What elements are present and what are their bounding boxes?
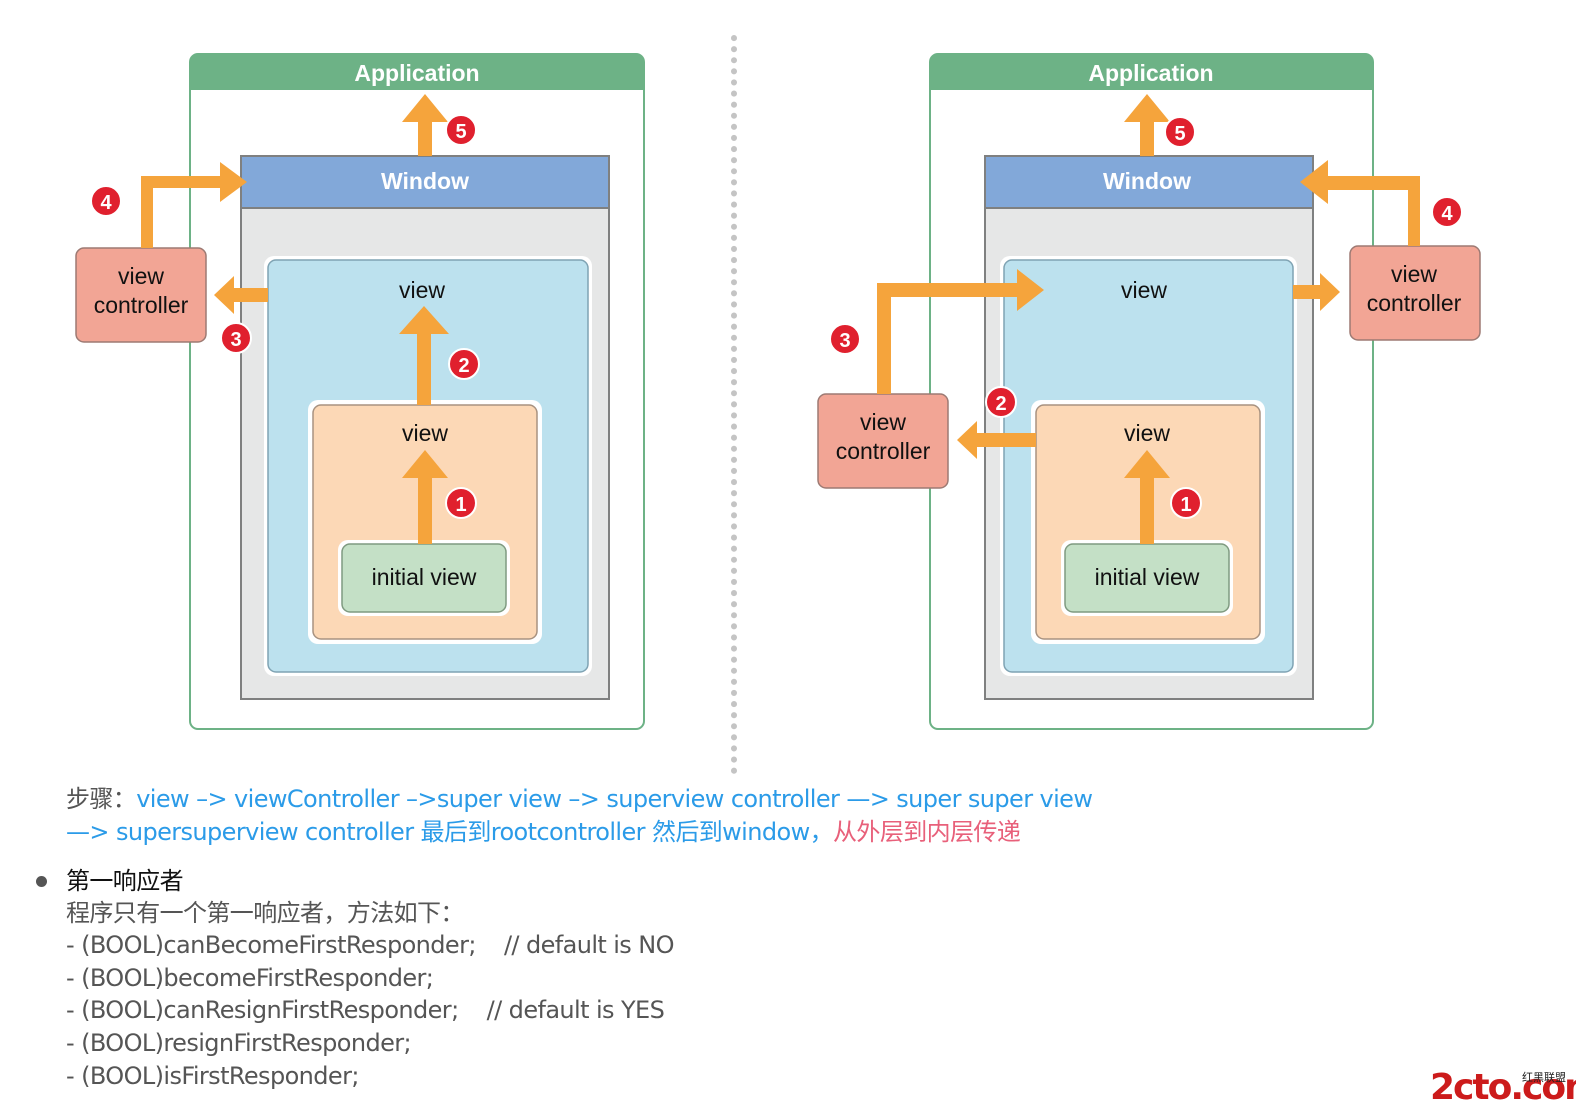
right-step-badge-2: 2 [985,386,1017,418]
steps-line-1: 步骤：view –> viewController –>super view –… [66,783,1093,816]
method-line: - (BOOL)canResignFirstResponder; // defa… [66,996,665,1024]
left-arrow-3 [214,276,268,314]
svg-text:5: 5 [455,121,466,143]
left-view-controller-label-line1: view [118,263,164,289]
svg-text:5: 5 [1174,123,1185,145]
left-view-controller: view controller [75,247,207,343]
left-application-label: Application [354,60,479,86]
right-outer-view-controller-label-line2: controller [1367,290,1462,316]
right-window-label: Window [1103,168,1191,194]
left-view-controller-label-line2: controller [94,292,189,318]
left-arrows [141,94,449,544]
steps-line-2: —> supersuperview controller 最后到rootcont… [66,816,1021,849]
intro-text: 程序只有一个第一响应者，方法如下： [66,899,464,927]
right-arrow-view-to-controller [1293,273,1340,311]
svg-text:1: 1 [1180,494,1191,516]
right-initial-view: initial view [1061,540,1233,616]
right-outer-view-label: view [1121,277,1167,303]
right-inner-view-label: view [1124,420,1170,446]
right-step-badge-5: 5 [1164,116,1196,148]
left-outer-view-label: view [399,277,445,303]
svg-text:1: 1 [455,494,466,516]
svg-text:2: 2 [995,393,1006,415]
right-arrows [877,94,1420,544]
left-arrow-2 [399,306,449,405]
left-arrow-1 [402,450,448,544]
right-step-badges: 1 2 3 4 5 [829,116,1463,519]
left-arrow-4 [141,162,247,248]
steps-text-2: —> supersuperview controller 最后到rootcont… [66,818,834,846]
left-step-badge-4: 4 [90,185,122,217]
bullet-dot [36,876,47,887]
watermark-tag-text: 红黑联盟 [1522,1071,1566,1084]
steps-text-1: view –> viewController –>super view –> s… [136,785,1093,813]
right-diagram: Application Window view view initial vie… [817,53,1481,730]
watermark-main-text: 2cto.com [1430,1067,1576,1108]
left-step-badge-1: 1 [445,487,477,519]
method-line: - (BOOL)becomeFirstResponder; [66,964,434,992]
left-step-badge-3: 3 [220,322,252,354]
left-step-badge-5: 5 [445,114,477,146]
svg-text:4: 4 [1441,203,1453,225]
right-arrow-5 [1124,94,1170,156]
left-diagram: Application Window view view initial vie… [75,53,645,730]
right-inner-view-controller-label-line1: view [860,409,906,435]
svg-text:3: 3 [839,330,850,352]
right-arrow-3 [877,269,1044,394]
left-arrow-5 [402,94,448,156]
left-initial-view-label: initial view [372,564,477,590]
left-window-label: Window [381,168,469,194]
right-inner-view-controller: view controller [817,393,949,489]
left-initial-view: initial view [338,540,510,616]
right-initial-view-label: initial view [1095,564,1200,590]
right-step-badge-3: 3 [829,323,861,355]
svg-text:3: 3 [230,329,241,351]
right-application-label: Application [1088,60,1213,86]
steps-label: 步骤： [66,785,137,813]
method-line: - (BOOL)resignFirstResponder; [66,1029,412,1057]
left-step-badge-2: 2 [448,348,480,380]
right-outer-view-controller: view controller [1349,245,1481,341]
responder-chain-diagram: Application Window view view initial vie… [75,35,1481,778]
right-outer-view-controller-label-line1: view [1391,261,1437,287]
method-line: - (BOOL)canBecomeFirstResponder; // defa… [66,931,674,959]
right-arrow-1 [1124,450,1170,544]
steps-highlight: 从外层到内层传递 [833,818,1021,846]
right-arrow-4 [1300,160,1420,246]
right-arrow-2 [957,421,1036,459]
right-inner-view-controller-label-line2: controller [836,438,931,464]
method-line: - (BOOL)isFirstResponder; [66,1062,359,1090]
left-step-badges: 1 2 3 4 5 [90,114,480,519]
watermark-logo: 2cto.com 红黑联盟 [1430,1066,1576,1110]
right-step-badge-4: 4 [1431,196,1463,228]
left-inner-view-label: view [402,420,448,446]
svg-text:2: 2 [458,355,469,377]
svg-text:4: 4 [100,192,112,214]
bullet-heading: 第一响应者 [66,867,184,895]
right-step-badge-1: 1 [1170,487,1202,519]
